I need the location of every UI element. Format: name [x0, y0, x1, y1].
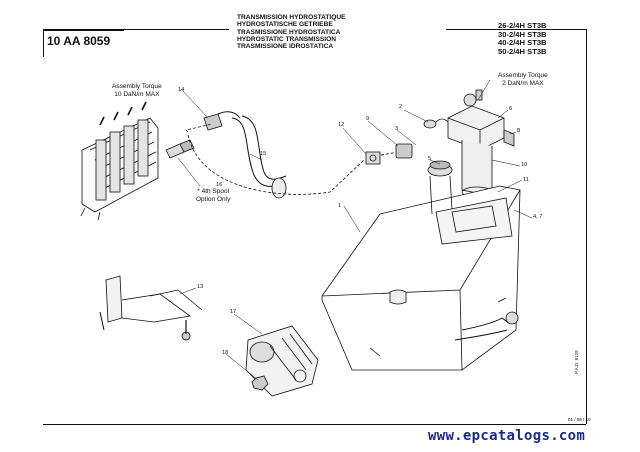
- title-line-fr: TRANSMISSION HYDROSTATIQUE: [237, 14, 346, 21]
- valve-outlet-fitting: [165, 139, 195, 159]
- model-item: 40-2/4H ST3B: [498, 38, 547, 48]
- title-line-it: TRASMISSIONE HYDROSTATICA: [237, 28, 341, 36]
- callout-leaders: [177, 79, 533, 381]
- header-rule-left: [43, 29, 229, 30]
- elbow-fitting: [203, 111, 241, 131]
- model-item: 50-2/4H ST3B: [498, 46, 547, 56]
- callout-11: 11: [523, 177, 529, 183]
- callout-16: 16: [216, 182, 223, 188]
- torque-note-left: Assembly Torque 10 DaN/m MAX: [112, 83, 162, 98]
- watermark: www.epcatalogs.com: [428, 428, 586, 444]
- dashed-connection: [185, 123, 399, 195]
- callout-14: 14: [178, 87, 185, 93]
- header-code-box: [43, 30, 124, 57]
- model-item: 30-2/4H ST3B: [498, 29, 547, 39]
- spool-option-line2: Option Only: [196, 195, 231, 203]
- torque-note-left-line2: 10 DaN/m MAX: [114, 90, 160, 98]
- drawing-reference: P.A.D. 8129: [574, 350, 579, 374]
- title-block: TRANSMISSION HYDROSTATIQUE HYDROSTATISCH…: [237, 14, 346, 50]
- level-gauge: [429, 160, 451, 170]
- title-line-es: TRASMISSIONE IDROSTATICA: [237, 43, 334, 51]
- spool-option-line1: * 4th Spool: [197, 188, 230, 195]
- spool-option-note: * 4th Spool Option Only: [196, 188, 230, 203]
- callout-12: 12: [338, 122, 345, 128]
- hydraulic-tank: [321, 163, 521, 371]
- callout-6: 6: [509, 106, 513, 112]
- header-rule-vertical: [586, 29, 587, 59]
- filter-assembly: [435, 89, 515, 198]
- callout-10: 10: [521, 162, 528, 168]
- frame-right-edge: [586, 59, 587, 424]
- model-list: 26-2/4H ST3B 30-2/4H ST3B 40-2/4H ST3B 5…: [498, 21, 547, 56]
- torque-note-right-line1: Assembly Torque: [498, 72, 548, 79]
- header-rule-right: [446, 29, 586, 30]
- frame-bottom-edge: [43, 424, 586, 425]
- control-valve-block: [80, 101, 159, 221]
- mounting-bracket: [99, 275, 203, 341]
- tee-fitting: [365, 151, 381, 165]
- callout-9: 9: [366, 116, 370, 122]
- callout-13: 13: [197, 284, 204, 290]
- callout-5: 5: [428, 156, 432, 162]
- torque-note-left-line1: Assembly Torque: [112, 83, 162, 90]
- breather-cap: [423, 119, 437, 129]
- callout-8: 8: [517, 128, 521, 134]
- page-code: 10 AA 8059: [47, 34, 111, 48]
- callout-4-7: 4, 7: [533, 214, 543, 220]
- torque-note-right-line2: 2 DaN/m MAX: [502, 79, 544, 87]
- title-line-en: HYDROSTATIC TRANSMISSION: [237, 35, 337, 43]
- callout-1: 1: [338, 203, 342, 209]
- revision-date: 01 / 08 / 10: [568, 417, 591, 422]
- adapter-fitting: [395, 143, 413, 159]
- callout-2: 2: [399, 104, 403, 110]
- torque-note-right: Assembly Torque 2 DaN/m MAX: [498, 72, 548, 87]
- callout-15: 15: [260, 151, 267, 157]
- callout-17: 17: [230, 309, 237, 315]
- callout-3: 3: [395, 126, 399, 132]
- callout-18: 18: [222, 350, 229, 356]
- model-item: 26-2/4H ST3B: [498, 21, 547, 30]
- fixing-nut: [251, 375, 269, 391]
- title-line-de: HYDROSTATISCHE GETRIEBE: [237, 21, 333, 29]
